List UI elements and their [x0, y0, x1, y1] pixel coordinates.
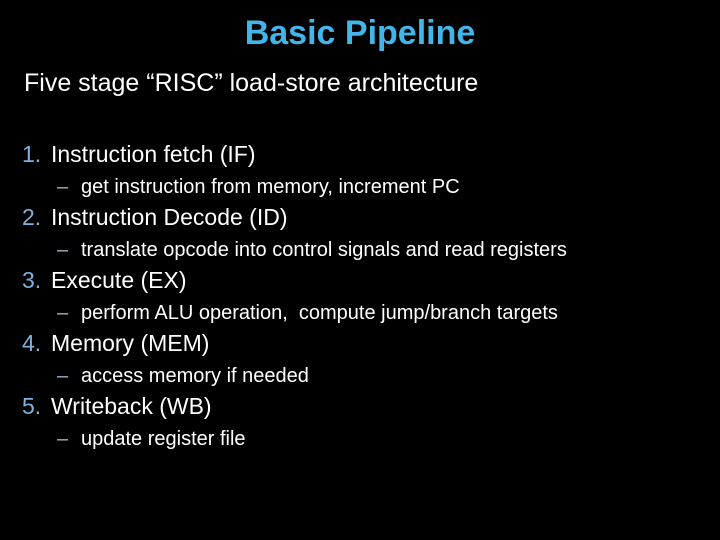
dash-bullet-icon: – — [57, 302, 69, 324]
dash-bullet-icon: – — [57, 239, 69, 261]
stage-detail-text: update register file — [81, 428, 246, 450]
pipeline-stage-list: 1. Instruction fetch (IF) – get instruct… — [22, 139, 712, 454]
stage-item-heading: 3. Execute (EX) — [22, 265, 712, 295]
stage-item-detail: – get instruction from memory, increment… — [22, 175, 712, 199]
stage-label: Writeback (WB) — [51, 393, 212, 419]
slide-subtitle: Five stage “RISC” load-store architectur… — [24, 69, 479, 97]
stage-item-heading: 2. Instruction Decode (ID) — [22, 202, 712, 232]
stage-item-detail: – update register file — [22, 427, 712, 451]
stage-detail-text: translate opcode into control signals an… — [81, 239, 567, 261]
stage-number: 5. — [22, 393, 42, 419]
stage-label: Instruction fetch (IF) — [51, 141, 256, 167]
stage-item-detail: – perform ALU operation, compute jump/br… — [22, 301, 712, 325]
dash-bullet-icon: – — [57, 176, 69, 198]
stage-label: Instruction Decode (ID) — [51, 204, 288, 230]
stage-item-heading: 4. Memory (MEM) — [22, 328, 712, 358]
stage-detail-text: perform ALU operation, compute jump/bran… — [81, 302, 558, 324]
stage-number: 2. — [22, 204, 42, 230]
stage-item-detail: – translate opcode into control signals … — [22, 238, 712, 262]
stage-number: 3. — [22, 267, 42, 293]
stage-item-heading: 1. Instruction fetch (IF) — [22, 139, 712, 169]
stage-detail-text: access memory if needed — [81, 365, 309, 387]
stage-label: Execute (EX) — [51, 267, 187, 293]
stage-number: 1. — [22, 141, 42, 167]
stage-item-detail: – access memory if needed — [22, 364, 712, 388]
dash-bullet-icon: – — [57, 428, 69, 450]
stage-detail-text: get instruction from memory, increment P… — [81, 176, 460, 198]
slide-title: Basic Pipeline — [244, 14, 476, 52]
dash-bullet-icon: – — [57, 365, 69, 387]
stage-number: 4. — [22, 330, 42, 356]
stage-label: Memory (MEM) — [51, 330, 210, 356]
stage-item-heading: 5. Writeback (WB) — [22, 391, 712, 421]
